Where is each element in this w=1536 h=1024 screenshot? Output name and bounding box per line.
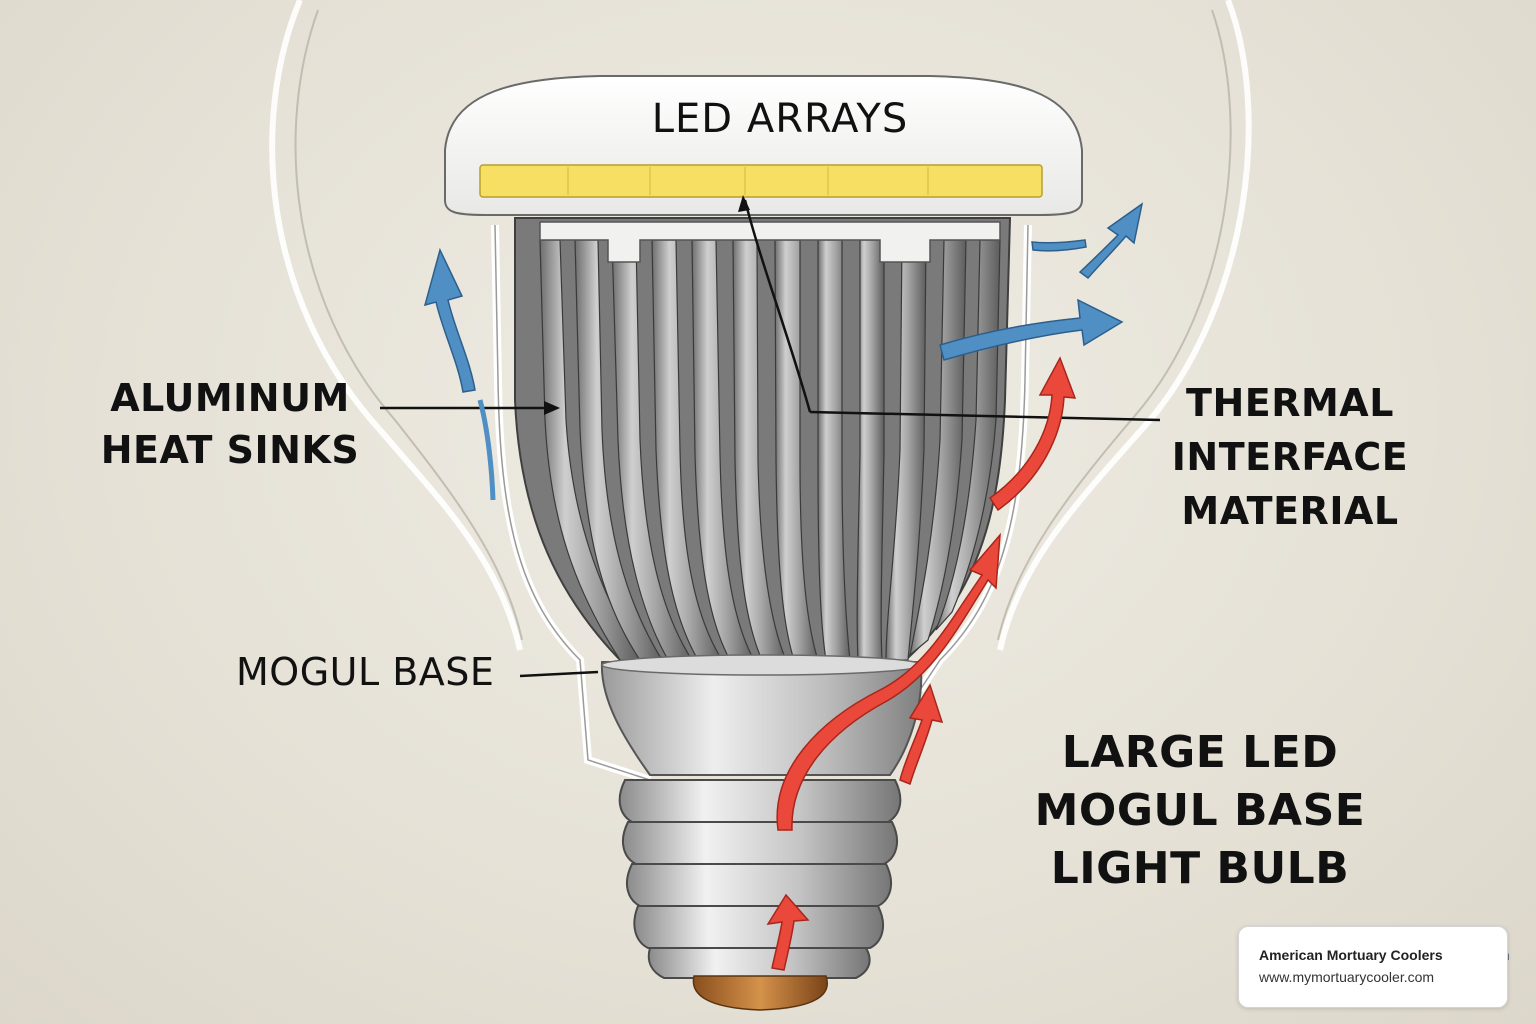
mogul-screw-thread xyxy=(618,779,902,979)
label-aluminum-line2: HEAT SINKS xyxy=(100,428,360,472)
label-thermal-line3: MATERIAL xyxy=(1181,489,1399,533)
label-thermal-line1: THERMAL xyxy=(1186,381,1394,425)
label-aluminum-line1: ALUMINUM xyxy=(110,376,350,420)
glass-bulb-outline xyxy=(269,0,1252,651)
brand-card[interactable]: American Mortuary Coolers www.mymortuary… xyxy=(1238,926,1508,1008)
brand-name: American Mortuary Coolers xyxy=(1259,947,1443,963)
title-line3: LIGHT BULB xyxy=(1050,843,1350,894)
base-collar xyxy=(600,661,923,776)
diagram-title: LARGE LED MOGUL BASE LIGHT BULB xyxy=(1010,724,1390,898)
label-thermal-interface-material: THERMAL INTERFACE MATERIAL xyxy=(1150,376,1430,538)
leader-lines xyxy=(380,199,1161,678)
title-line2: MOGUL BASE xyxy=(1034,785,1366,836)
red-arrow-icon xyxy=(766,356,1077,971)
brand-url[interactable]: www.mymortuarycooler.com xyxy=(1259,969,1435,985)
label-led-arrays: LED ARRAYS xyxy=(651,96,909,142)
label-thermal-line2: INTERFACE xyxy=(1171,435,1409,479)
label-aluminum-heat-sinks: ALUMINUM HEAT SINKS xyxy=(100,372,360,476)
base-contact-tip xyxy=(692,975,828,1011)
title-line1: LARGE LED xyxy=(1061,727,1339,778)
led-strip xyxy=(479,164,1043,198)
blue-arrow-icon xyxy=(423,202,1144,393)
label-mogul-base: MOGUL BASE xyxy=(236,650,495,694)
